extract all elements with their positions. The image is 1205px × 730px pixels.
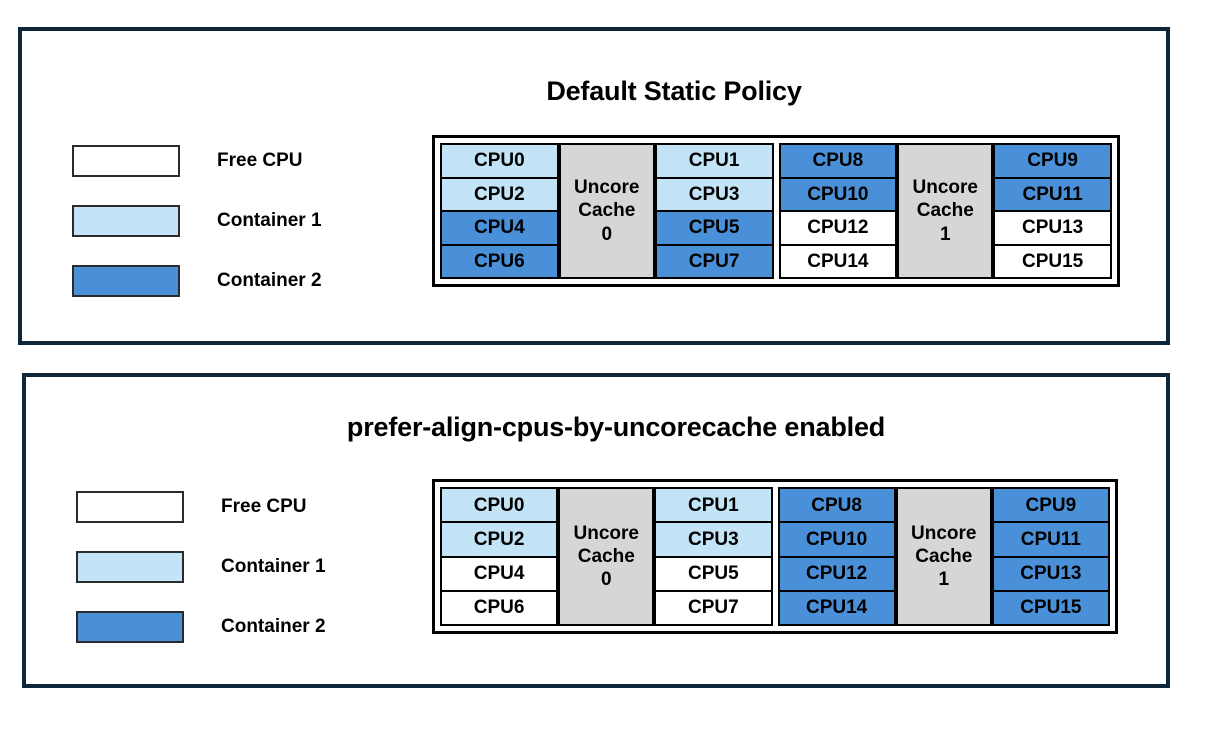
cpu-cell: CPU13 [995, 212, 1110, 246]
uncore-cache-line-1: Uncore [574, 177, 640, 199]
cpu-cell: CPU2 [442, 178, 557, 212]
uncore-cache-line-2: Cache [578, 200, 636, 222]
uncore-cache-line-2: Cache [916, 200, 974, 222]
cpu-cell: CPU4 [442, 557, 557, 592]
uncore-cache-line-2: Cache [915, 545, 973, 567]
cpu-column-left: CPU0 CPU2 CPU4 CPU6 [440, 143, 559, 279]
legend-label-container-2: Container 2 [221, 616, 326, 637]
cpu-cell: CPU10 [780, 178, 896, 212]
cpu-topology-diagram: CPU0 CPU2 CPU4 CPU6 Uncore Cache 0 CPU1 … [432, 135, 1120, 287]
legend-swatch-free-cpu [76, 491, 184, 523]
legend-swatch-free-cpu [72, 145, 180, 177]
cpu-cell: CPU0 [442, 145, 557, 179]
panel-prefer-align-cpus-by-uncorecache: prefer-align-cpus-by-uncorecache enabled… [22, 373, 1170, 688]
panel-title: prefer-align-cpus-by-uncorecache enabled [346, 412, 886, 442]
cpu-column-right: CPU1 CPU3 CPU5 CPU7 [654, 487, 773, 626]
cpu-cell: CPU15 [995, 245, 1110, 277]
cpu-cell: CPU9 [993, 489, 1108, 524]
cpu-cell: CPU0 [442, 489, 557, 524]
legend-swatch-container-1 [72, 205, 180, 237]
uncore-cache-index: 0 [600, 569, 612, 591]
cpu-cell: CPU7 [656, 245, 772, 277]
legend-swatch-container-1 [76, 551, 184, 583]
legend: Free CPU Container 1 Container 2 [76, 477, 326, 657]
legend-row-free-cpu: Free CPU [76, 477, 326, 537]
uncore-cache-block: Uncore Cache 1 [897, 143, 994, 279]
legend-label-container-1: Container 1 [221, 556, 326, 577]
legend-row-container-1: Container 1 [72, 191, 322, 251]
panel-title: Default Static Policy [546, 76, 802, 106]
legend-row-container-2: Container 2 [72, 251, 322, 311]
cpu-column-right: CPU1 CPU3 CPU5 CPU7 [654, 143, 774, 279]
cpu-cell: CPU14 [780, 245, 896, 277]
legend-swatch-container-2 [76, 611, 184, 643]
cpu-column-left: CPU0 CPU2 CPU4 CPU6 [440, 487, 559, 626]
legend-label-container-1: Container 1 [217, 210, 322, 231]
cpu-cell: CPU6 [442, 591, 557, 624]
legend-label-free-cpu: Free CPU [217, 150, 303, 171]
cpu-cell: CPU7 [656, 591, 771, 624]
legend-label-container-2: Container 2 [217, 270, 322, 291]
cpu-cell: CPU6 [442, 245, 557, 277]
cpu-cell: CPU8 [780, 145, 896, 179]
cpu-column-left: CPU8 CPU10 CPU12 CPU14 [777, 487, 896, 626]
cpu-cell: CPU12 [779, 557, 894, 592]
cpu-cell: CPU5 [656, 212, 772, 246]
cpu-cell: CPU1 [656, 489, 771, 524]
cpu-cell: CPU1 [656, 145, 772, 179]
uncore-cache-block: Uncore Cache 0 [558, 487, 655, 626]
cpu-cell: CPU4 [442, 212, 557, 246]
uncore-cluster-0: CPU0 CPU2 CPU4 CPU6 Uncore Cache 0 CPU1 … [440, 143, 774, 279]
uncore-cache-index: 1 [938, 569, 950, 591]
cpu-cell: CPU11 [995, 178, 1110, 212]
cpu-cell: CPU14 [779, 591, 894, 624]
cpu-cell: CPU11 [993, 523, 1108, 558]
cpu-column-right: CPU9 CPU11 CPU13 CPU15 [991, 487, 1110, 626]
uncore-cache-index: 1 [939, 223, 951, 245]
cpu-cell: CPU12 [780, 212, 896, 246]
cpu-cell: CPU9 [995, 145, 1110, 179]
uncore-cache-line-2: Cache [577, 545, 635, 567]
uncore-cluster-1: CPU8 CPU10 CPU12 CPU14 Uncore Cache 1 CP… [777, 487, 1110, 626]
uncore-cache-line-1: Uncore [912, 177, 978, 199]
cpu-cell: CPU13 [993, 557, 1108, 592]
legend: Free CPU Container 1 Container 2 [72, 131, 322, 311]
uncore-cache-block: Uncore Cache 1 [895, 487, 992, 626]
cpu-cell: CPU15 [993, 591, 1108, 624]
panel-default-static-policy: Default Static Policy Free CPU Container… [18, 27, 1170, 345]
cpu-cell: CPU2 [442, 523, 557, 558]
legend-row-container-1: Container 1 [76, 537, 326, 597]
legend-row-free-cpu: Free CPU [72, 131, 322, 191]
cpu-column-right: CPU9 CPU11 CPU13 CPU15 [993, 143, 1112, 279]
cpu-cell: CPU10 [779, 523, 894, 558]
uncore-cluster-1: CPU8 CPU10 CPU12 CPU14 Uncore Cache 1 CP… [778, 143, 1112, 279]
uncore-cache-index: 0 [601, 223, 613, 245]
cpu-cell: CPU3 [656, 523, 771, 558]
cpu-cell: CPU3 [656, 178, 772, 212]
uncore-cache-block: Uncore Cache 0 [558, 143, 655, 279]
uncore-cache-line-1: Uncore [573, 522, 639, 544]
uncore-cluster-0: CPU0 CPU2 CPU4 CPU6 Uncore Cache 0 CPU1 … [440, 487, 773, 626]
uncore-cache-line-1: Uncore [911, 522, 977, 544]
cpu-column-left: CPU8 CPU10 CPU12 CPU14 [778, 143, 898, 279]
cpu-topology-diagram: CPU0 CPU2 CPU4 CPU6 Uncore Cache 0 CPU1 … [432, 479, 1118, 634]
cpu-cell: CPU8 [779, 489, 894, 524]
legend-swatch-container-2 [72, 265, 180, 297]
legend-row-container-2: Container 2 [76, 597, 326, 657]
legend-label-free-cpu: Free CPU [221, 496, 307, 517]
cpu-cell: CPU5 [656, 557, 771, 592]
